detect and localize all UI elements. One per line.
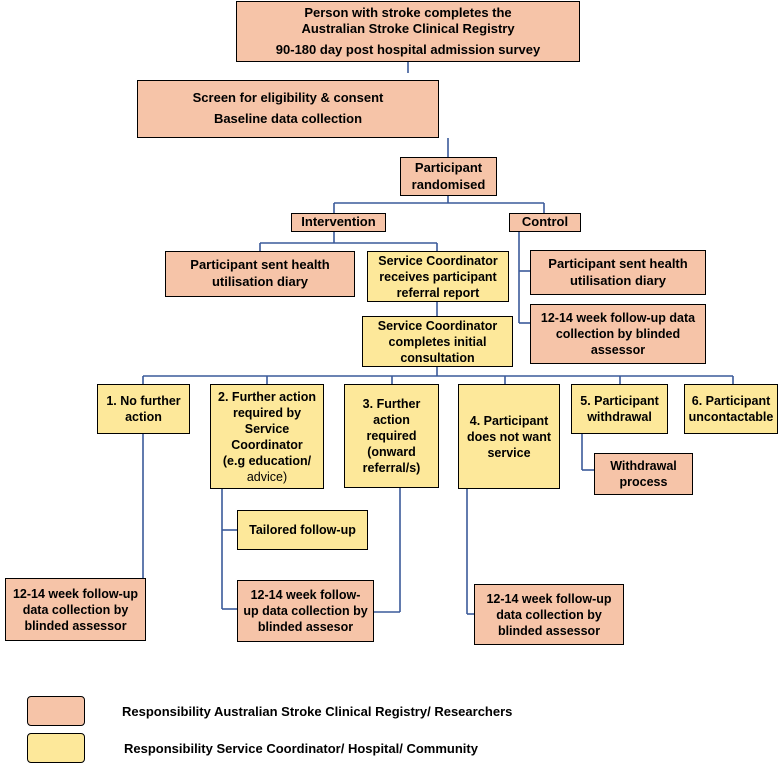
option-uncontactable: 6. Participant uncontactable	[684, 384, 778, 434]
control-diary-box: Participant sent health utilisation diar…	[530, 250, 706, 295]
opt3-line-4: (onward	[367, 445, 416, 459]
sc-consultation-box: Service Coordinator completes initial co…	[362, 316, 513, 367]
opt6-line-2: uncontactable	[688, 410, 774, 424]
control-box: Control	[509, 213, 581, 232]
opt2-line-5: (e.g education/	[222, 453, 312, 468]
registry-line-2: Australian Stroke Clinical Registry	[301, 21, 515, 37]
opt4-line-1: 4. Participant	[469, 413, 549, 428]
opt3-line-1: 3. Further	[362, 397, 421, 411]
legend-registry-label: Responsibility Australian Stroke Clinica…	[122, 704, 513, 719]
ctrl-fu-line-3: assessor	[590, 343, 646, 357]
opt5-line-1: 5. Participant	[580, 394, 659, 408]
opt3-line-3: required	[366, 429, 417, 443]
intervention-label: Intervention	[301, 214, 376, 230]
fu2-line-2: up data collection by	[243, 604, 368, 618]
fu1-line-2: data collection by	[22, 602, 129, 617]
followup-not-want-box: 12-14 week follow-up data collection by …	[474, 584, 624, 645]
fu4-line-1: 12-14 week follow-up	[486, 591, 612, 606]
opt5-line-2: withdrawal	[587, 410, 652, 424]
screen-eligibility-box: Screen for eligibility & consent Baselin…	[137, 80, 439, 138]
option-no-further-action: 1. No further action	[97, 384, 190, 434]
opt2-line-3: Service	[244, 421, 290, 436]
fu2-line-1: 12-14 week follow-	[250, 588, 361, 602]
fu4-line-3: blinded assessor	[497, 623, 601, 638]
randomised-line-1: Participant	[414, 159, 483, 175]
opt6-line-1: 6. Participant	[691, 394, 771, 408]
legend-registry-swatch	[27, 696, 85, 726]
screen-line-1: Screen for eligibility & consent	[192, 90, 384, 106]
screen-line-2: Baseline data collection	[213, 111, 363, 126]
opt1-line-1: 1. No further	[106, 394, 181, 408]
ctrl-diary-line-2: utilisation diary	[569, 272, 667, 288]
fu4-line-2: data collection by	[496, 607, 602, 622]
opt2-line-2: required by	[232, 405, 302, 420]
ctrl-fu-line-1: 12-14 week follow-up data	[540, 311, 696, 325]
opt2-line-6: advice)	[246, 469, 288, 484]
legend-service-swatch	[27, 733, 85, 763]
randomised-line-2: randomised	[411, 176, 486, 192]
followup-further-action-box: 12-14 week follow- up data collection by…	[237, 580, 374, 642]
sc-consult-line-2: completes initial	[388, 334, 487, 349]
control-followup-box: 12-14 week follow-up data collection by …	[530, 304, 706, 364]
withdrawal-process-box: Withdrawal process	[594, 453, 693, 495]
legend-service-label: Responsibility Service Coordinator/ Hosp…	[124, 741, 478, 756]
sc-report-line-2: receives participant	[379, 269, 497, 284]
sc-referral-report-box: Service Coordinator receives participant…	[367, 251, 509, 302]
followup-no-action-box: 12-14 week follow-up data collection by …	[5, 578, 146, 641]
sc-report-line-3: referral report	[396, 285, 480, 300]
opt3-line-2: action	[373, 413, 410, 427]
sc-report-line-1: Service Coordinator	[378, 253, 498, 268]
fu1-line-1: 12-14 week follow-up	[12, 586, 139, 601]
sc-consult-line-3: consultation	[400, 350, 475, 365]
option-onward-referral: 3. Further action required (onward refer…	[344, 384, 439, 488]
ctrl-fu-line-2: collection by blinded	[555, 327, 681, 341]
tailored-followup-box: Tailored follow-up	[237, 510, 368, 550]
ctrl-diary-line-1: Participant sent health	[548, 255, 688, 271]
control-label: Control	[521, 214, 569, 230]
fu2-line-3: blinded assesor	[257, 620, 354, 634]
sc-consult-line-1: Service Coordinator	[377, 318, 498, 333]
intervention-diary-box: Participant sent health utilisation diar…	[165, 251, 355, 297]
fu1-line-3: blinded assessor	[24, 618, 127, 633]
registry-line-1: Person with stroke completes the	[304, 4, 512, 20]
opt4-line-3: service	[487, 445, 531, 460]
intervention-box: Intervention	[291, 213, 386, 232]
opt2-line-1: 2. Further action	[218, 389, 316, 404]
randomised-box: Participant randomised	[400, 157, 497, 196]
int-diary-line-1: Participant sent health	[190, 257, 330, 273]
option-does-not-want-service: 4. Participant does not want service	[458, 384, 560, 489]
option-participant-withdrawal: 5. Participant withdrawal	[571, 384, 668, 434]
withdrawal-line-2: process	[619, 475, 668, 489]
opt4-line-2: does not want	[466, 429, 552, 444]
int-diary-line-2: utilisation diary	[211, 274, 309, 289]
opt1-line-2: action	[125, 410, 162, 424]
opt2-line-4: Coordinator	[231, 437, 303, 452]
option-further-action-sc: 2. Further action required by Service Co…	[210, 384, 324, 489]
tailored-label: Tailored follow-up	[249, 523, 356, 537]
withdrawal-line-1: Withdrawal	[610, 459, 677, 473]
opt3-line-5: referral/s)	[362, 461, 421, 475]
registry-line-3: 90-180 day post hospital admission surve…	[275, 41, 541, 57]
registry-survey-box: Person with stroke completes the Austral…	[236, 1, 580, 62]
